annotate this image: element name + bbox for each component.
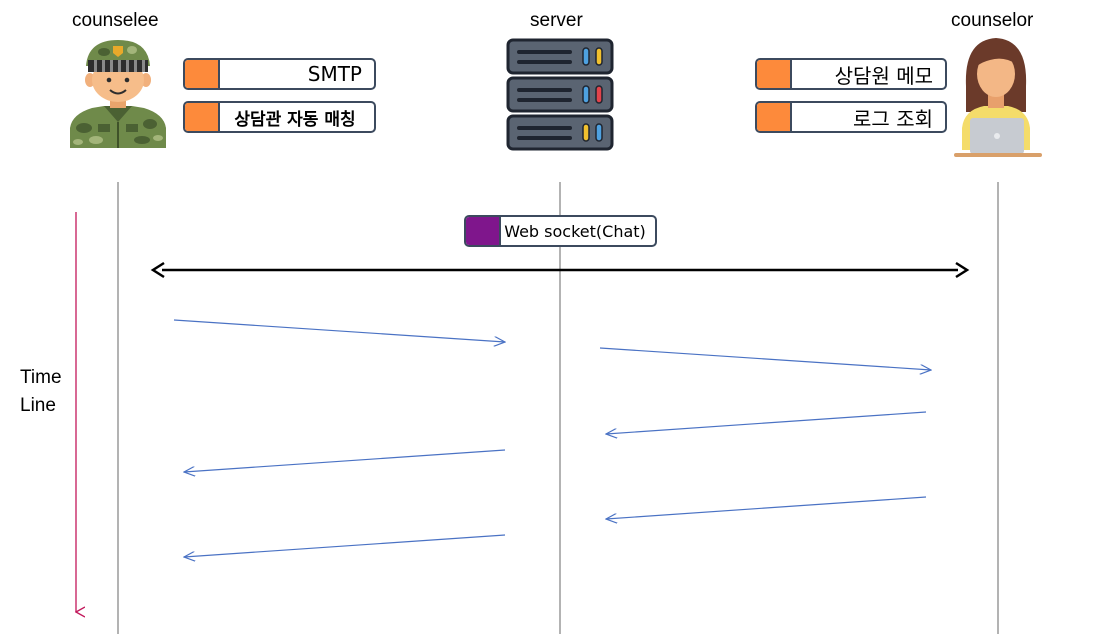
server-icon xyxy=(506,38,614,151)
timeline-label: Time Line xyxy=(20,364,62,420)
message-arrow-server-to-counselee-2 xyxy=(184,534,506,557)
auto-match-tag: 상담관 자동 매칭 xyxy=(183,101,376,133)
smtp-tag: SMTP xyxy=(183,58,376,90)
timeline-label-line2: Line xyxy=(20,395,56,416)
auto-match-tag-swatch xyxy=(185,103,220,131)
message-arrow-counselee-to-server-1 xyxy=(173,319,505,342)
message-arrow-server-to-counselor-1 xyxy=(599,347,931,370)
message-arrow-counselor-to-server-2 xyxy=(606,496,927,519)
smtp-tag-swatch xyxy=(185,60,220,88)
counselee-label: counselee xyxy=(72,10,159,31)
websocket-tag: Web socket(Chat) xyxy=(464,215,657,247)
counselor-label: counselor xyxy=(951,10,1034,31)
smtp-tag-label: SMTP xyxy=(307,62,362,86)
websocket-tag-swatch xyxy=(466,217,501,245)
message-arrow-server-to-counselee-1 xyxy=(184,449,506,472)
log-tag: 로그 조회 xyxy=(755,101,947,133)
websocket-double-arrow xyxy=(150,261,970,279)
memo-tag: 상담원 메모 xyxy=(755,58,947,90)
server-label: server xyxy=(530,10,583,31)
auto-match-tag-label: 상담관 자동 매칭 xyxy=(234,109,356,130)
websocket-tag-label: Web socket(Chat) xyxy=(504,221,646,241)
counselor-icon xyxy=(954,38,1042,157)
timeline-label-line1: Time xyxy=(20,367,62,388)
memo-tag-label: 상담원 메모 xyxy=(834,63,933,88)
memo-tag-swatch xyxy=(757,60,792,88)
log-tag-label: 로그 조회 xyxy=(853,106,933,131)
log-tag-swatch xyxy=(757,103,792,131)
soldier-icon xyxy=(70,40,166,148)
message-arrow-counselor-to-server-1 xyxy=(606,411,927,434)
